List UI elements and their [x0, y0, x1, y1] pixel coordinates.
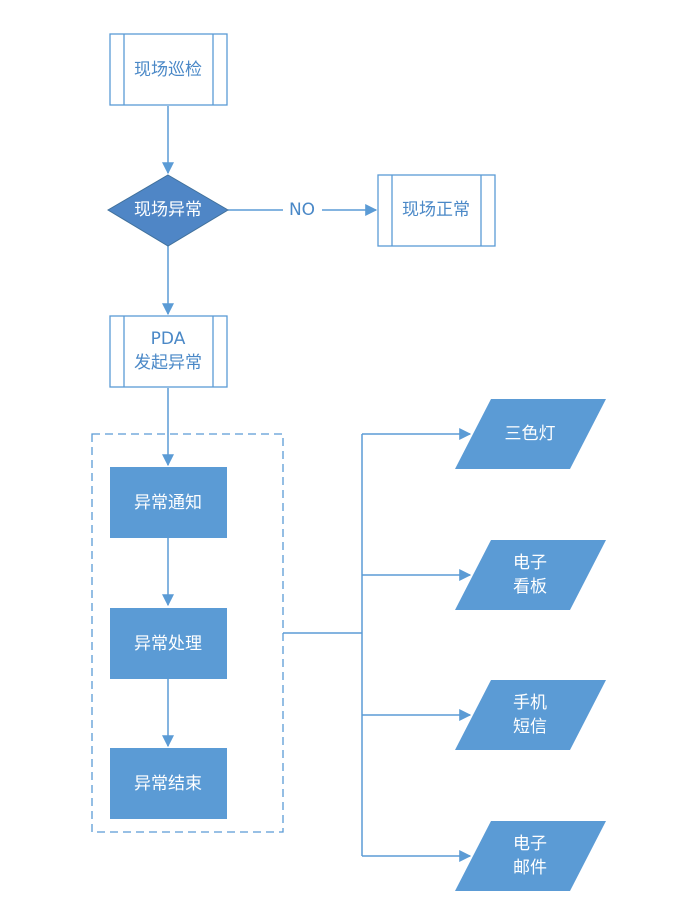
output-tri-color-light-label: 三色灯 — [505, 424, 556, 444]
node-abnormal-handle-label: 异常处理 — [134, 634, 202, 654]
output-sms-label-line1: 手机 — [513, 693, 547, 713]
node-site-normal: 现场正常 — [377, 174, 496, 247]
output-sms-label-line2: 短信 — [513, 717, 547, 737]
node-abnormal-end: 异常结束 — [110, 748, 227, 819]
node-pda-label-line1: PDA — [151, 329, 186, 349]
output-sms: 手机 短信 — [455, 680, 606, 750]
decision-site-abnormal: 现场异常 — [107, 174, 229, 247]
output-electronic-board: 电子 看板 — [455, 540, 606, 610]
node-abnormal-handle: 异常处理 — [110, 608, 227, 679]
node-abnormal-notify-label: 异常通知 — [134, 493, 202, 513]
node-pda-label-line2: 发起异常 — [134, 353, 202, 373]
node-site-normal-label: 现场正常 — [402, 200, 470, 220]
output-email-label-line1: 电子 — [513, 834, 547, 854]
decision-site-abnormal-label: 现场异常 — [134, 200, 202, 220]
node-abnormal-notify: 异常通知 — [110, 467, 227, 538]
output-electronic-board-label-line2: 看板 — [513, 577, 547, 597]
output-tri-color-light: 三色灯 — [455, 399, 606, 469]
output-email-label-line2: 邮件 — [513, 858, 547, 878]
node-site-inspection-label: 现场巡检 — [134, 60, 202, 80]
node-pda-report: PDA 发起异常 — [109, 315, 228, 388]
output-email: 电子 邮件 — [455, 821, 606, 891]
node-site-inspection: 现场巡检 — [109, 33, 228, 106]
node-abnormal-end-label: 异常结束 — [134, 774, 202, 794]
output-electronic-board-label-line1: 电子 — [513, 553, 547, 573]
edge-no-label: NO — [289, 200, 315, 220]
